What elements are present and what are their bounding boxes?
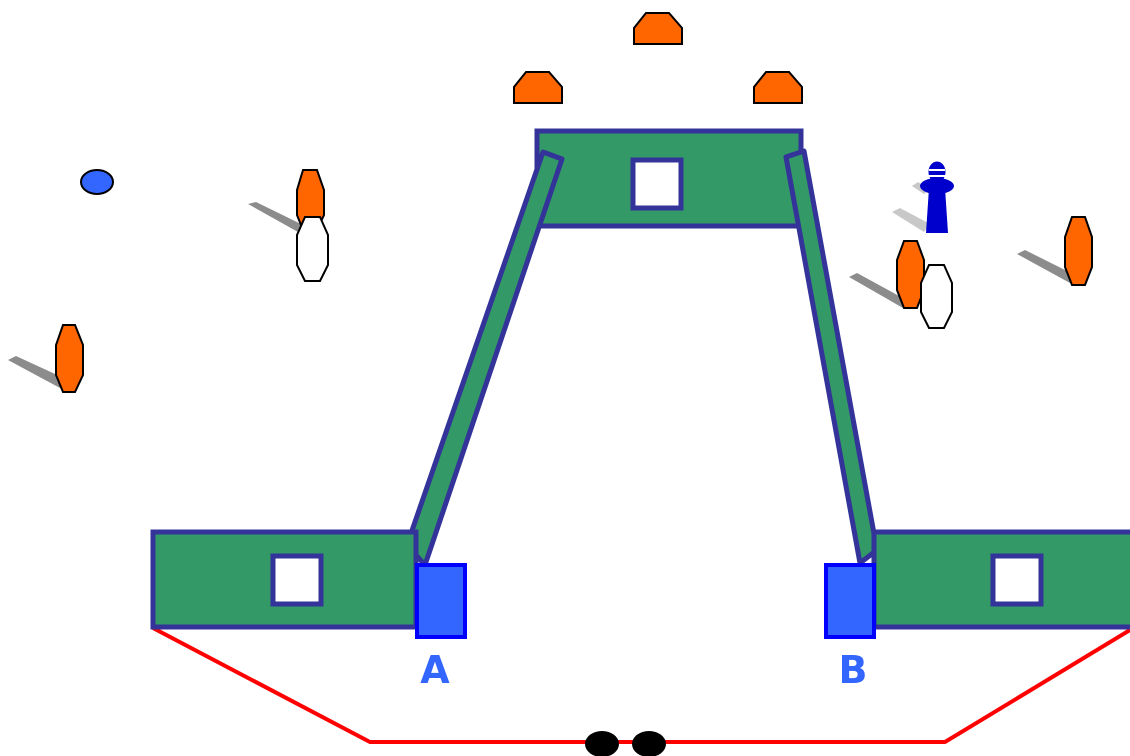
octagon-target-icon (55, 324, 84, 393)
octagon-target-icon (1064, 216, 1093, 286)
left-window (270, 553, 324, 607)
plate-target-icon (753, 71, 803, 104)
right-window (990, 553, 1044, 607)
right-wall (871, 529, 1130, 630)
start-position (585, 731, 666, 756)
ellipse-marker-icon (80, 169, 114, 195)
target-group-upper-left (248, 169, 329, 282)
left-cover-label: A (420, 648, 450, 692)
target-far-right (1017, 216, 1093, 286)
fault-line (152, 626, 1130, 744)
shadow (892, 208, 930, 232)
plate-targets (513, 12, 803, 104)
octagon-target-icon (896, 240, 925, 309)
left-wall (150, 529, 419, 630)
square-cover-icon (824, 563, 876, 639)
shadow (1017, 250, 1077, 283)
target-far-left (8, 324, 84, 393)
footprint-icon (632, 731, 666, 756)
footprint-icon (585, 731, 619, 756)
right-diagonal-wall (783, 148, 880, 566)
plate-target-icon (633, 12, 683, 45)
square-cover-icon (415, 563, 467, 639)
shadow (8, 356, 68, 388)
shadow (248, 202, 305, 232)
plate-target-icon (513, 71, 563, 104)
right-cover-label: B (839, 648, 868, 692)
target-group-right (849, 240, 953, 329)
shadow (849, 273, 910, 308)
top-window (630, 157, 684, 211)
left-diagonal-wall (404, 149, 565, 568)
shooter-figure-icon (892, 160, 954, 233)
white-octagon-target-icon (296, 216, 329, 282)
top-wall (534, 128, 804, 229)
white-octagon-target-icon (920, 264, 953, 329)
